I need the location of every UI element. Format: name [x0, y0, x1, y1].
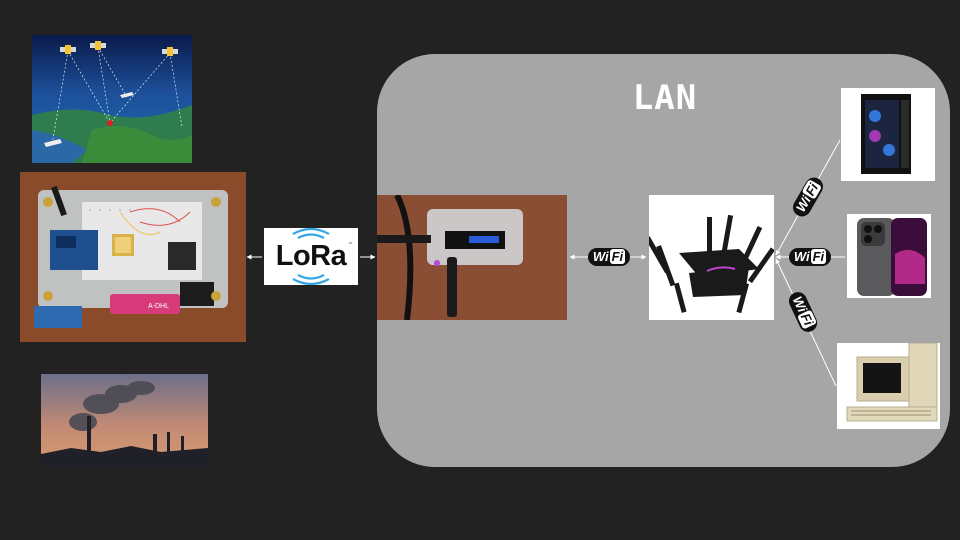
wifi-router-image	[649, 195, 774, 320]
smartphone-image	[847, 214, 931, 298]
lora-logo: LoRa ™	[264, 228, 358, 285]
device-label: A-DHL	[148, 303, 169, 310]
lora-gps-board-image: A-DHL	[20, 172, 246, 342]
retro-computer-image	[837, 343, 940, 429]
desktop-pc-image	[841, 88, 935, 181]
satellite-gps-image	[32, 35, 192, 163]
lora-gateway-image	[377, 195, 567, 320]
lan-title: LAN	[632, 78, 698, 118]
lora-trademark: ™	[348, 242, 353, 248]
lora-label: LoRa	[275, 240, 347, 272]
factory-smoke-image	[41, 374, 208, 468]
